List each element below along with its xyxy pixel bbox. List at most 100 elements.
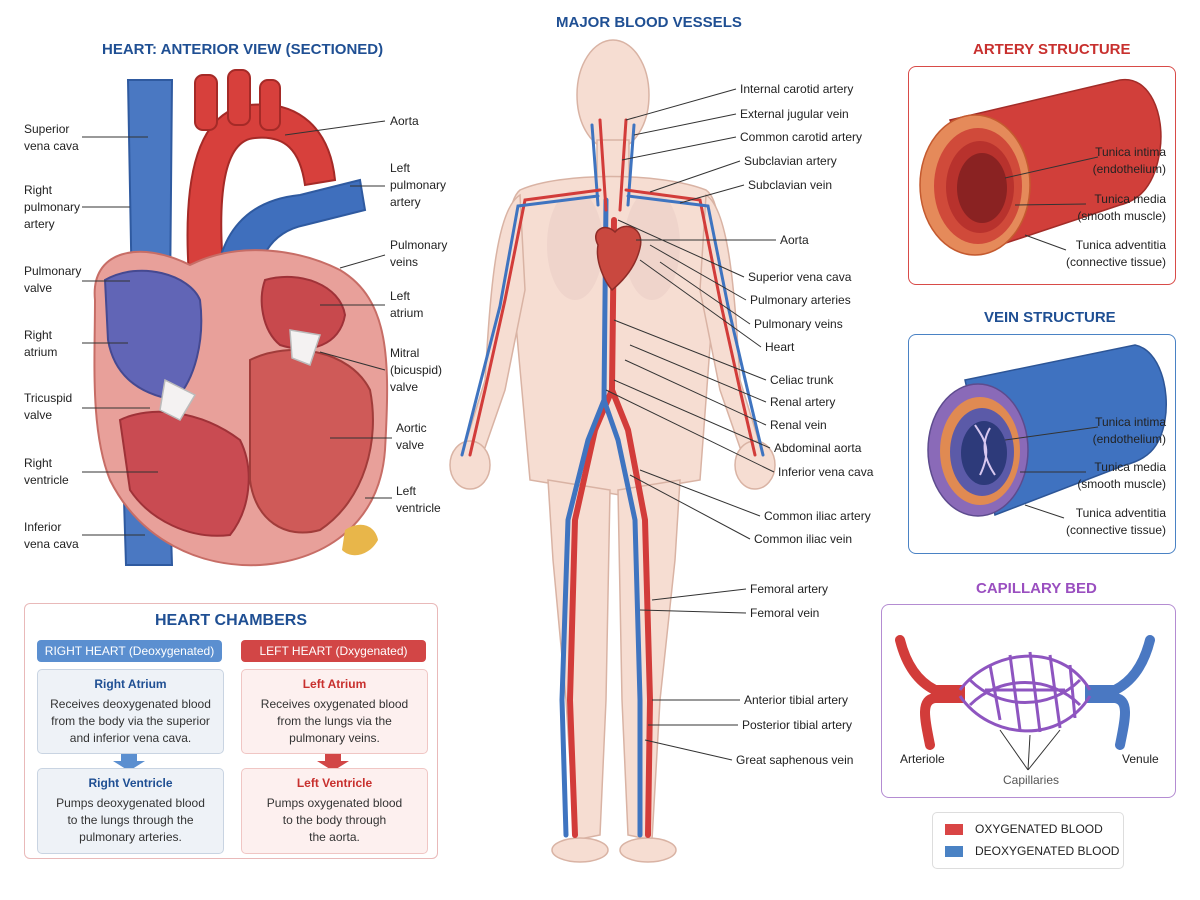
vein-label-media: Tunica media (smooth muscle): [1077, 460, 1166, 491]
arteriole-vessel: [895, 635, 965, 750]
body-label-5: Aorta: [780, 233, 809, 247]
aortic-branch-1: [194, 74, 218, 131]
aortic-branch-3: [259, 79, 281, 131]
heart-label-inferior-vena-cava: Inferior vena cava: [24, 520, 79, 551]
heart-title: HEART: ANTERIOR VIEW (SECTIONED): [102, 41, 384, 58]
left-down-arrow-icon: [317, 754, 349, 771]
body-title: MAJOR BLOOD VESSELS: [556, 14, 742, 31]
artery-label-adventitia: Tunica adventitia (connective tissue): [1065, 238, 1166, 269]
left-ventricle-card: Left Ventricle Pumps oxygenated blood to…: [241, 768, 428, 854]
artery-lumen: [957, 153, 1007, 223]
artery-label-intima: Tunica intima (endothelium): [1092, 145, 1166, 176]
carotid-right: [618, 118, 628, 212]
right-heart-header: RIGHT HEART (Deoxygenated): [37, 640, 222, 662]
heart-label-pulmonary-veins: Pulmonary veins: [390, 238, 448, 269]
right-ventricle-card-title: Right Ventricle: [88, 776, 173, 790]
heart-fat-patch: [342, 524, 378, 556]
heart-label-aortic-valve: Aortic valve: [396, 421, 427, 452]
arm-artery-left: [468, 188, 602, 457]
deoxygenated-swatch: [945, 846, 963, 857]
artery-title: ARTERY STRUCTURE: [973, 41, 1131, 58]
capillary-title: CAPILLARY BED: [976, 580, 1097, 597]
legend: OXYGENATED BLOOD DEOXYGENATED BLOOD: [932, 812, 1124, 869]
left-atrium-card: Left Atrium Receives oxygenated blood fr…: [241, 669, 428, 754]
heart-label-right-atrium: Right atrium: [24, 328, 58, 359]
left-ventricle-shape: [249, 349, 374, 534]
arm-vein-left: [460, 194, 600, 457]
right-atrium-card-body: Receives deoxygenated blood from the bod…: [50, 697, 211, 745]
heart-label-mitral-valve: Mitral (bicuspid) valve: [390, 346, 443, 394]
body-label-14: Inferior vena cava: [778, 465, 874, 479]
legend-deoxygenated: DEOXYGENATED BLOOD: [975, 844, 1120, 858]
vena-cava-vessel: [559, 197, 609, 838]
aorta-vessel: [566, 217, 617, 838]
body-label-1: External jugular vein: [740, 107, 849, 121]
body-label-15: Common iliac artery: [764, 509, 871, 523]
left-atrium-shape: [260, 275, 347, 350]
body-label-0: Internal carotid artery: [740, 82, 854, 96]
heart-label-left-atrium: Left atrium: [390, 289, 424, 320]
vein-label-intima: Tunica intima (endothelium): [1092, 415, 1166, 446]
body-label-16: Common iliac vein: [754, 532, 853, 546]
body-label-21: Great saphenous vein: [736, 753, 854, 767]
body-label-4: Subclavian vein: [748, 178, 833, 192]
legend-oxygenated: OXYGENATED BLOOD: [975, 822, 1103, 836]
vein-lumen: [961, 421, 1007, 485]
heart-label-pulmonary-valve: Pulmonary valve: [24, 264, 82, 295]
body-label-13: Abdominal aorta: [774, 441, 862, 455]
heart-chambers-panel: HEART CHAMBERS RIGHT HEART (Deoxygenated…: [24, 603, 438, 859]
body-label-20: Posterior tibial artery: [742, 718, 853, 732]
carotid-left: [598, 118, 608, 212]
capillary-network: [958, 651, 1092, 733]
body-label-8: Pulmonary veins: [754, 317, 843, 331]
right-atrium-card-title: Right Atrium: [94, 677, 167, 691]
capillaries-label: Capillaries: [1003, 773, 1060, 787]
right-down-arrow-icon: [113, 754, 145, 771]
body-label-9: Heart: [765, 340, 795, 354]
body-label-3: Subclavian artery: [744, 154, 837, 168]
body-label-7: Pulmonary arteries: [750, 293, 851, 307]
right-atrium-card: Right Atrium Receives deoxygenated blood…: [37, 669, 224, 754]
left-heart-header: LEFT HEART (Dxygenated): [241, 640, 426, 662]
left-ventricle-card-title: Left Ventricle: [296, 776, 373, 790]
heart-label-left-pulmonary-artery: Left pulmonary artery: [390, 161, 447, 209]
chamber-arrows: [113, 754, 349, 771]
vein-title: VEIN STRUCTURE: [984, 309, 1116, 326]
aortic-branch-2: [227, 69, 251, 126]
right-atrium-shape: [103, 269, 203, 402]
body-label-17: Femoral artery: [750, 582, 829, 596]
oxygenated-swatch: [945, 824, 963, 835]
left-lung: [547, 190, 603, 300]
left-atrium-card-title: Left Atrium: [302, 677, 367, 691]
left-atrium-card-body: Receives oxygenated blood from the lungs…: [260, 697, 409, 745]
heart-label-aorta: Aorta: [390, 114, 419, 128]
aorta-arch: [186, 103, 337, 291]
venule-vessel: [1085, 635, 1155, 750]
mitral-valve-shape: [289, 329, 321, 366]
left-ventricle-card-body: Pumps oxygenated blood to the body throu…: [266, 796, 403, 844]
body-label-11: Renal artery: [770, 395, 836, 409]
heart-label-superior-vena-cava: Superior vena cava: [24, 122, 79, 153]
artery-label-media: Tunica media (smooth muscle): [1077, 192, 1166, 223]
heart-label-right-ventricle: Right ventricle: [24, 456, 69, 487]
heart-label-right-pulmonary-artery: Right pulmonary artery: [24, 183, 81, 231]
venule-label: Venule: [1122, 752, 1159, 766]
vein-valve-shape: [974, 424, 996, 476]
right-ventricle-card-body: Pumps deoxygenated blood to the lungs th…: [56, 796, 205, 844]
arteriole-label: Arteriole: [900, 752, 945, 766]
right-ventricle-card: Right Ventricle Pumps deoxygenated blood…: [37, 768, 224, 854]
body-label-10: Celiac trunk: [770, 373, 834, 387]
vein-label-adventitia: Tunica adventitia (connective tissue): [1065, 506, 1166, 537]
tricuspid-valve-shape: [159, 378, 197, 421]
heart-chambers-title: HEART CHAMBERS: [155, 612, 307, 629]
body-label-18: Femoral vein: [750, 606, 820, 620]
body-label-19: Anterior tibial artery: [744, 693, 849, 707]
body-label-2: Common carotid artery: [740, 130, 863, 144]
heart-label-tricuspid-valve: Tricuspid valve: [24, 391, 73, 422]
heart-label-left-ventricle: Left ventricle: [396, 484, 441, 515]
body-label-12: Renal vein: [770, 418, 827, 432]
